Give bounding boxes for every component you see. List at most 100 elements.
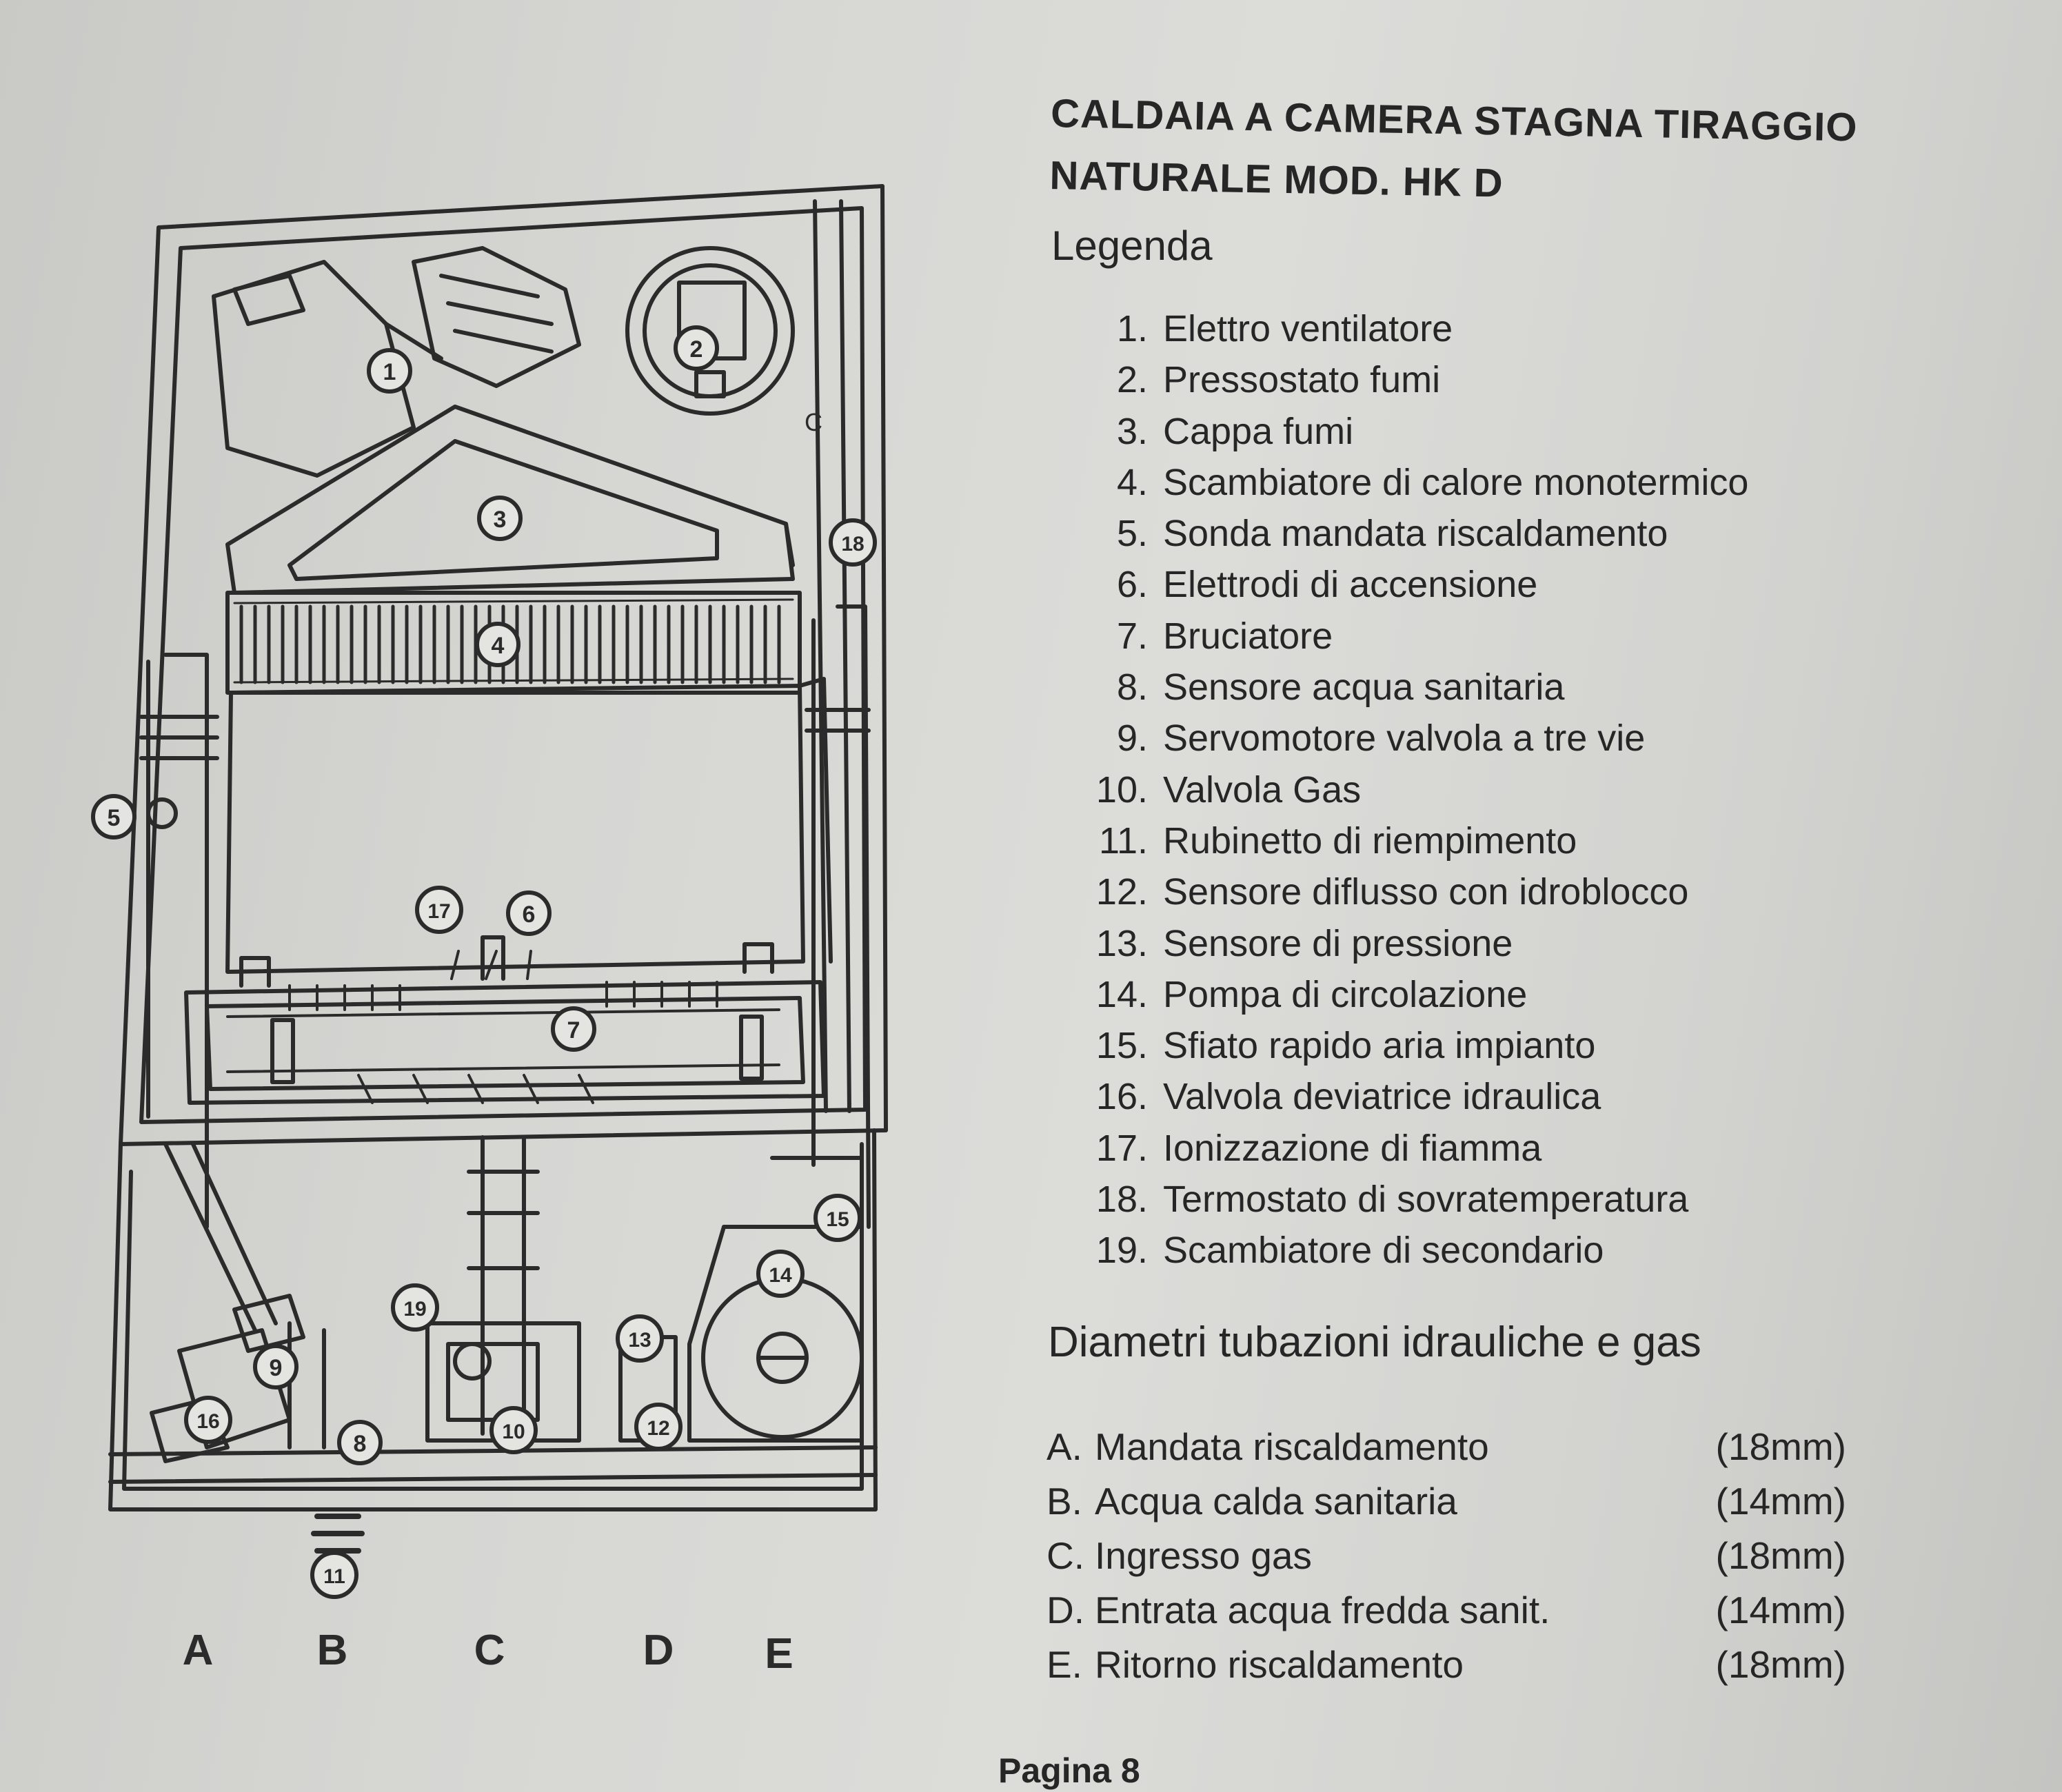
callout-label-6: 6 xyxy=(523,902,536,928)
legend-item: 18. Termostato di sovratemperatura xyxy=(1051,1174,1748,1225)
boiler-diagram: 1 2 3 4 5 6 7 8 9 10 11 12 13 14 15 16 1… xyxy=(91,184,888,1678)
pipe-label: C. Ingresso gas xyxy=(1047,1529,1312,1583)
legend-num: 11. xyxy=(1098,819,1148,862)
pipe-name: Acqua calda sanitaria xyxy=(1095,1480,1457,1523)
pipe-name: Ritorno riscaldamento xyxy=(1095,1643,1464,1686)
callout-label-17: 17 xyxy=(427,900,450,923)
page-title: CALDAIA A CAMERA STAGNA TIRAGGIO NATURAL… xyxy=(1049,83,1948,223)
legend-label: Termostato di sovratemperatura xyxy=(1163,1179,1689,1221)
pipe-size: (18mm) xyxy=(1715,1643,1846,1686)
callout-label-18: 18 xyxy=(841,533,864,556)
legend-label: Sensore di pressione xyxy=(1163,922,1513,964)
legend-num: 15. xyxy=(1095,1025,1148,1067)
callout-17: 17 xyxy=(415,886,463,934)
pipe-row: C. Ingresso gas (18mm) xyxy=(1047,1529,1846,1583)
legend-num: 19. xyxy=(1095,1230,1148,1272)
callout-label-19: 19 xyxy=(403,1298,426,1321)
legend-label: Pompa di circolazione xyxy=(1163,973,1528,1015)
legend-item: 14. Pompa di circolazione xyxy=(1051,969,1748,1020)
legend-item: 9.Servomotore valvola a tre vie xyxy=(1051,713,1748,764)
flow-pipes xyxy=(139,604,871,1229)
callout-16: 16 xyxy=(184,1396,232,1444)
callout-2: 2 xyxy=(674,325,719,371)
callout-14: 14 xyxy=(756,1250,805,1298)
legend-item: 1.Elettro ventilatore xyxy=(1051,303,1748,354)
pipe-size: (14mm) xyxy=(1715,1589,1846,1631)
legend-item: 16. Valvola deviatrice idraulica xyxy=(1051,1071,1748,1122)
legend-item: 10.Valvola Gas xyxy=(1051,764,1748,815)
pipe-label: E.Ritorno riscaldamento xyxy=(1047,1638,1464,1692)
pressure-switch xyxy=(625,246,795,416)
legend-label: Scambiatore di secondario xyxy=(1163,1230,1604,1272)
legend-num: 18. xyxy=(1095,1179,1148,1221)
pipe-size: (18mm) xyxy=(1715,1534,1846,1577)
legend-label: Valvola deviatrice idraulica xyxy=(1163,1076,1601,1118)
legend-label: Sfiato rapido aria impianto xyxy=(1163,1025,1596,1067)
callout-label-5: 5 xyxy=(108,805,121,831)
callout-label-10: 10 xyxy=(502,1421,525,1443)
callout-11: 11 xyxy=(310,1551,358,1599)
heat-exchanger xyxy=(225,591,802,695)
legend-list: 1.Elettro ventilatore 2.Pressostato fumi… xyxy=(1051,303,1748,1276)
callout-label-4: 4 xyxy=(492,633,505,659)
pipe-name: Ingresso gas xyxy=(1095,1534,1312,1577)
page-number: Pagina 8 xyxy=(998,1751,1140,1790)
callout-9: 9 xyxy=(253,1344,299,1389)
legend-label: Elettro ventilatore xyxy=(1163,308,1453,349)
pipe-name: Mandata riscaldamento xyxy=(1095,1425,1489,1468)
pipe-row: A.Mandata riscaldamento (18mm) xyxy=(1047,1420,1846,1474)
legend-num: 4. xyxy=(1116,461,1148,503)
legend-num: 5. xyxy=(1116,513,1148,555)
connection-letter-c: C xyxy=(474,1627,505,1674)
legend-item: 17.Ionizzazione di fiamma xyxy=(1051,1123,1748,1174)
pipe-letter: A. xyxy=(1047,1425,1082,1468)
burner xyxy=(184,935,826,1105)
hydraulic-group xyxy=(150,1135,864,1463)
legend-item: 19. Scambiatore di secondario xyxy=(1051,1225,1748,1276)
connection-letter-b: B xyxy=(317,1627,348,1674)
callout-label-8: 8 xyxy=(354,1431,367,1457)
legend-num: 13. xyxy=(1095,922,1148,964)
legend-label: Rubinetto di riempimento xyxy=(1163,819,1577,862)
callout-label-16: 16 xyxy=(196,1410,219,1433)
legend-label: Pressostato fumi xyxy=(1163,359,1441,401)
connection-letters: A B C D E xyxy=(183,1627,794,1678)
legend-num: 12. xyxy=(1095,871,1148,913)
callout-10: 10 xyxy=(489,1406,538,1454)
pipe-letter: C. xyxy=(1047,1534,1084,1577)
callout-12: 12 xyxy=(634,1403,683,1451)
pipe-label: A. Mandata riscaldamento xyxy=(1047,1420,1489,1474)
legend-num: 7. xyxy=(1116,615,1148,657)
fan-assembly xyxy=(212,246,581,478)
legend-item: 2.Pressostato fumi xyxy=(1051,354,1748,405)
callout-15: 15 xyxy=(813,1194,862,1242)
callout-label-14: 14 xyxy=(769,1264,792,1287)
legend-num: 6. xyxy=(1116,564,1148,606)
callout-label-12: 12 xyxy=(647,1417,669,1440)
legend-item: 3.Cappa fumi xyxy=(1051,406,1748,457)
pipe-row: E.Ritorno riscaldamento (18mm) xyxy=(1047,1638,1846,1692)
legend-num: 16. xyxy=(1095,1076,1148,1118)
callout-label-1: 1 xyxy=(383,359,396,385)
callout-7: 7 xyxy=(551,1006,596,1052)
callout-8: 8 xyxy=(337,1420,383,1465)
legend-num: 9. xyxy=(1116,717,1148,760)
callout-4: 4 xyxy=(475,622,520,667)
callout-1: 1 xyxy=(367,348,412,394)
callouts: 1 2 3 4 5 6 7 8 9 10 11 12 13 14 15 16 1… xyxy=(91,325,877,1599)
pipe-label: B.Acqua calda sanitaria xyxy=(1047,1474,1457,1529)
flue-hood xyxy=(225,405,795,595)
callout-label-11: 11 xyxy=(323,1565,345,1588)
callout-label-2: 2 xyxy=(690,336,703,363)
legend-label: Cappa fumi xyxy=(1163,410,1354,452)
legend-num: 14. xyxy=(1095,973,1148,1015)
pipe-name: Entrata acqua fredda sanit. xyxy=(1095,1589,1550,1631)
pipe-row: D.Entrata acqua fredda sanit. (14mm) xyxy=(1047,1583,1846,1638)
callout-label-13: 13 xyxy=(628,1329,651,1352)
callout-13: 13 xyxy=(616,1314,664,1363)
legend-item: 8.Sensore acqua sanitaria xyxy=(1051,662,1748,713)
legend-label: Ionizzazione di fiamma xyxy=(1163,1127,1542,1169)
pipe-label: D.Entrata acqua fredda sanit. xyxy=(1047,1583,1550,1638)
legend-label: Valvola Gas xyxy=(1163,768,1362,811)
legend-label: Sensore diflusso con idroblocco xyxy=(1163,871,1689,913)
